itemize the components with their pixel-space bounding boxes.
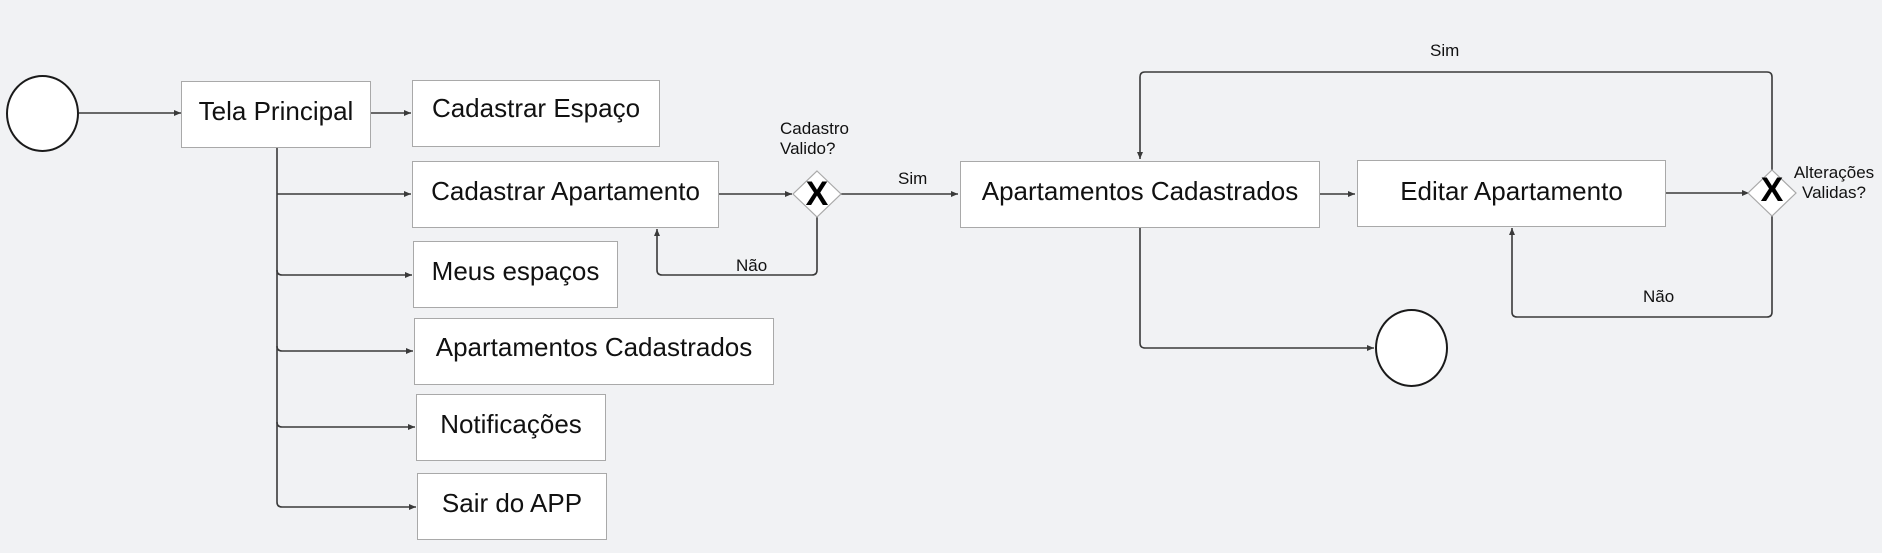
node-apartamentos-cadastrados-menu: Apartamentos Cadastrados <box>414 318 774 385</box>
node-cadastrar-espaco-label: Cadastrar Espaço <box>431 93 641 123</box>
edge-tela-apartamentos <box>276 345 413 354</box>
start-event <box>6 75 79 152</box>
edge-tela-meus-espacos <box>276 269 412 278</box>
node-apartamentos-cadastrados-label: Apartamentos Cadastrados <box>981 176 1299 206</box>
gateway-alteracoes-label: Alterações Validas? <box>1793 163 1875 203</box>
edge-label-cadastro-sim: Sim <box>898 169 928 188</box>
edge-apartamentos-end <box>1139 228 1374 351</box>
node-sair-app: Sair do APP <box>417 473 607 540</box>
end-event <box>1375 309 1448 387</box>
node-tela-principal: Tela Principal <box>181 81 371 148</box>
gateway-alteracoes-label-line2: Validas? <box>1802 183 1866 202</box>
node-editar-apartamento: Editar Apartamento <box>1357 160 1666 227</box>
node-meus-espacos: Meus espaços <box>413 241 618 308</box>
gateway-alteracoes-symbol: X <box>1760 171 1784 209</box>
node-cadastrar-espaco: Cadastrar Espaço <box>412 80 660 147</box>
node-meus-espacos-label: Meus espaços <box>431 256 600 286</box>
node-editar-apartamento-label: Editar Apartamento <box>1400 176 1623 206</box>
node-notificacoes-label: Notificações <box>440 409 582 439</box>
edge-label-cadastro-nao: Não <box>736 256 768 275</box>
node-cadastrar-apartamento-label: Cadastrar Apartamento <box>431 176 700 206</box>
node-apartamentos-cadastrados: Apartamentos Cadastrados <box>960 161 1320 228</box>
gateway-cadastro-diamond <box>792 170 842 218</box>
gateway-cadastro-label: Cadastro Valido? <box>780 119 849 159</box>
gateway-cadastro-label-line1: Cadastro <box>780 119 849 138</box>
node-apartamentos-cadastrados-menu-label: Apartamentos Cadastrados <box>435 332 753 362</box>
gateway-cadastro-symbol: X <box>805 175 829 213</box>
edge-tela-notificacoes <box>276 421 415 430</box>
edge-label-alteracoes-sim: Sim <box>1430 41 1460 60</box>
edge-gateway2-nao <box>1509 214 1773 318</box>
edge-label-alteracoes-nao: Não <box>1643 287 1675 306</box>
node-tela-principal-label: Tela Principal <box>198 96 354 126</box>
gateway-cadastro-label-line2: Valido? <box>780 139 836 158</box>
node-sair-app-label: Sair do APP <box>441 488 583 518</box>
gateway-alteracoes-label-line1: Alterações <box>1793 163 1875 182</box>
edge-gateway2-sim <box>1137 71 1773 172</box>
edge-gateway1-nao <box>654 213 818 276</box>
node-notificacoes: Notificações <box>416 394 606 461</box>
gateway-alteracoes-diamond <box>1747 169 1797 217</box>
node-cadastrar-apartamento: Cadastrar Apartamento <box>412 161 719 228</box>
edge-tela-trunk <box>276 148 416 510</box>
